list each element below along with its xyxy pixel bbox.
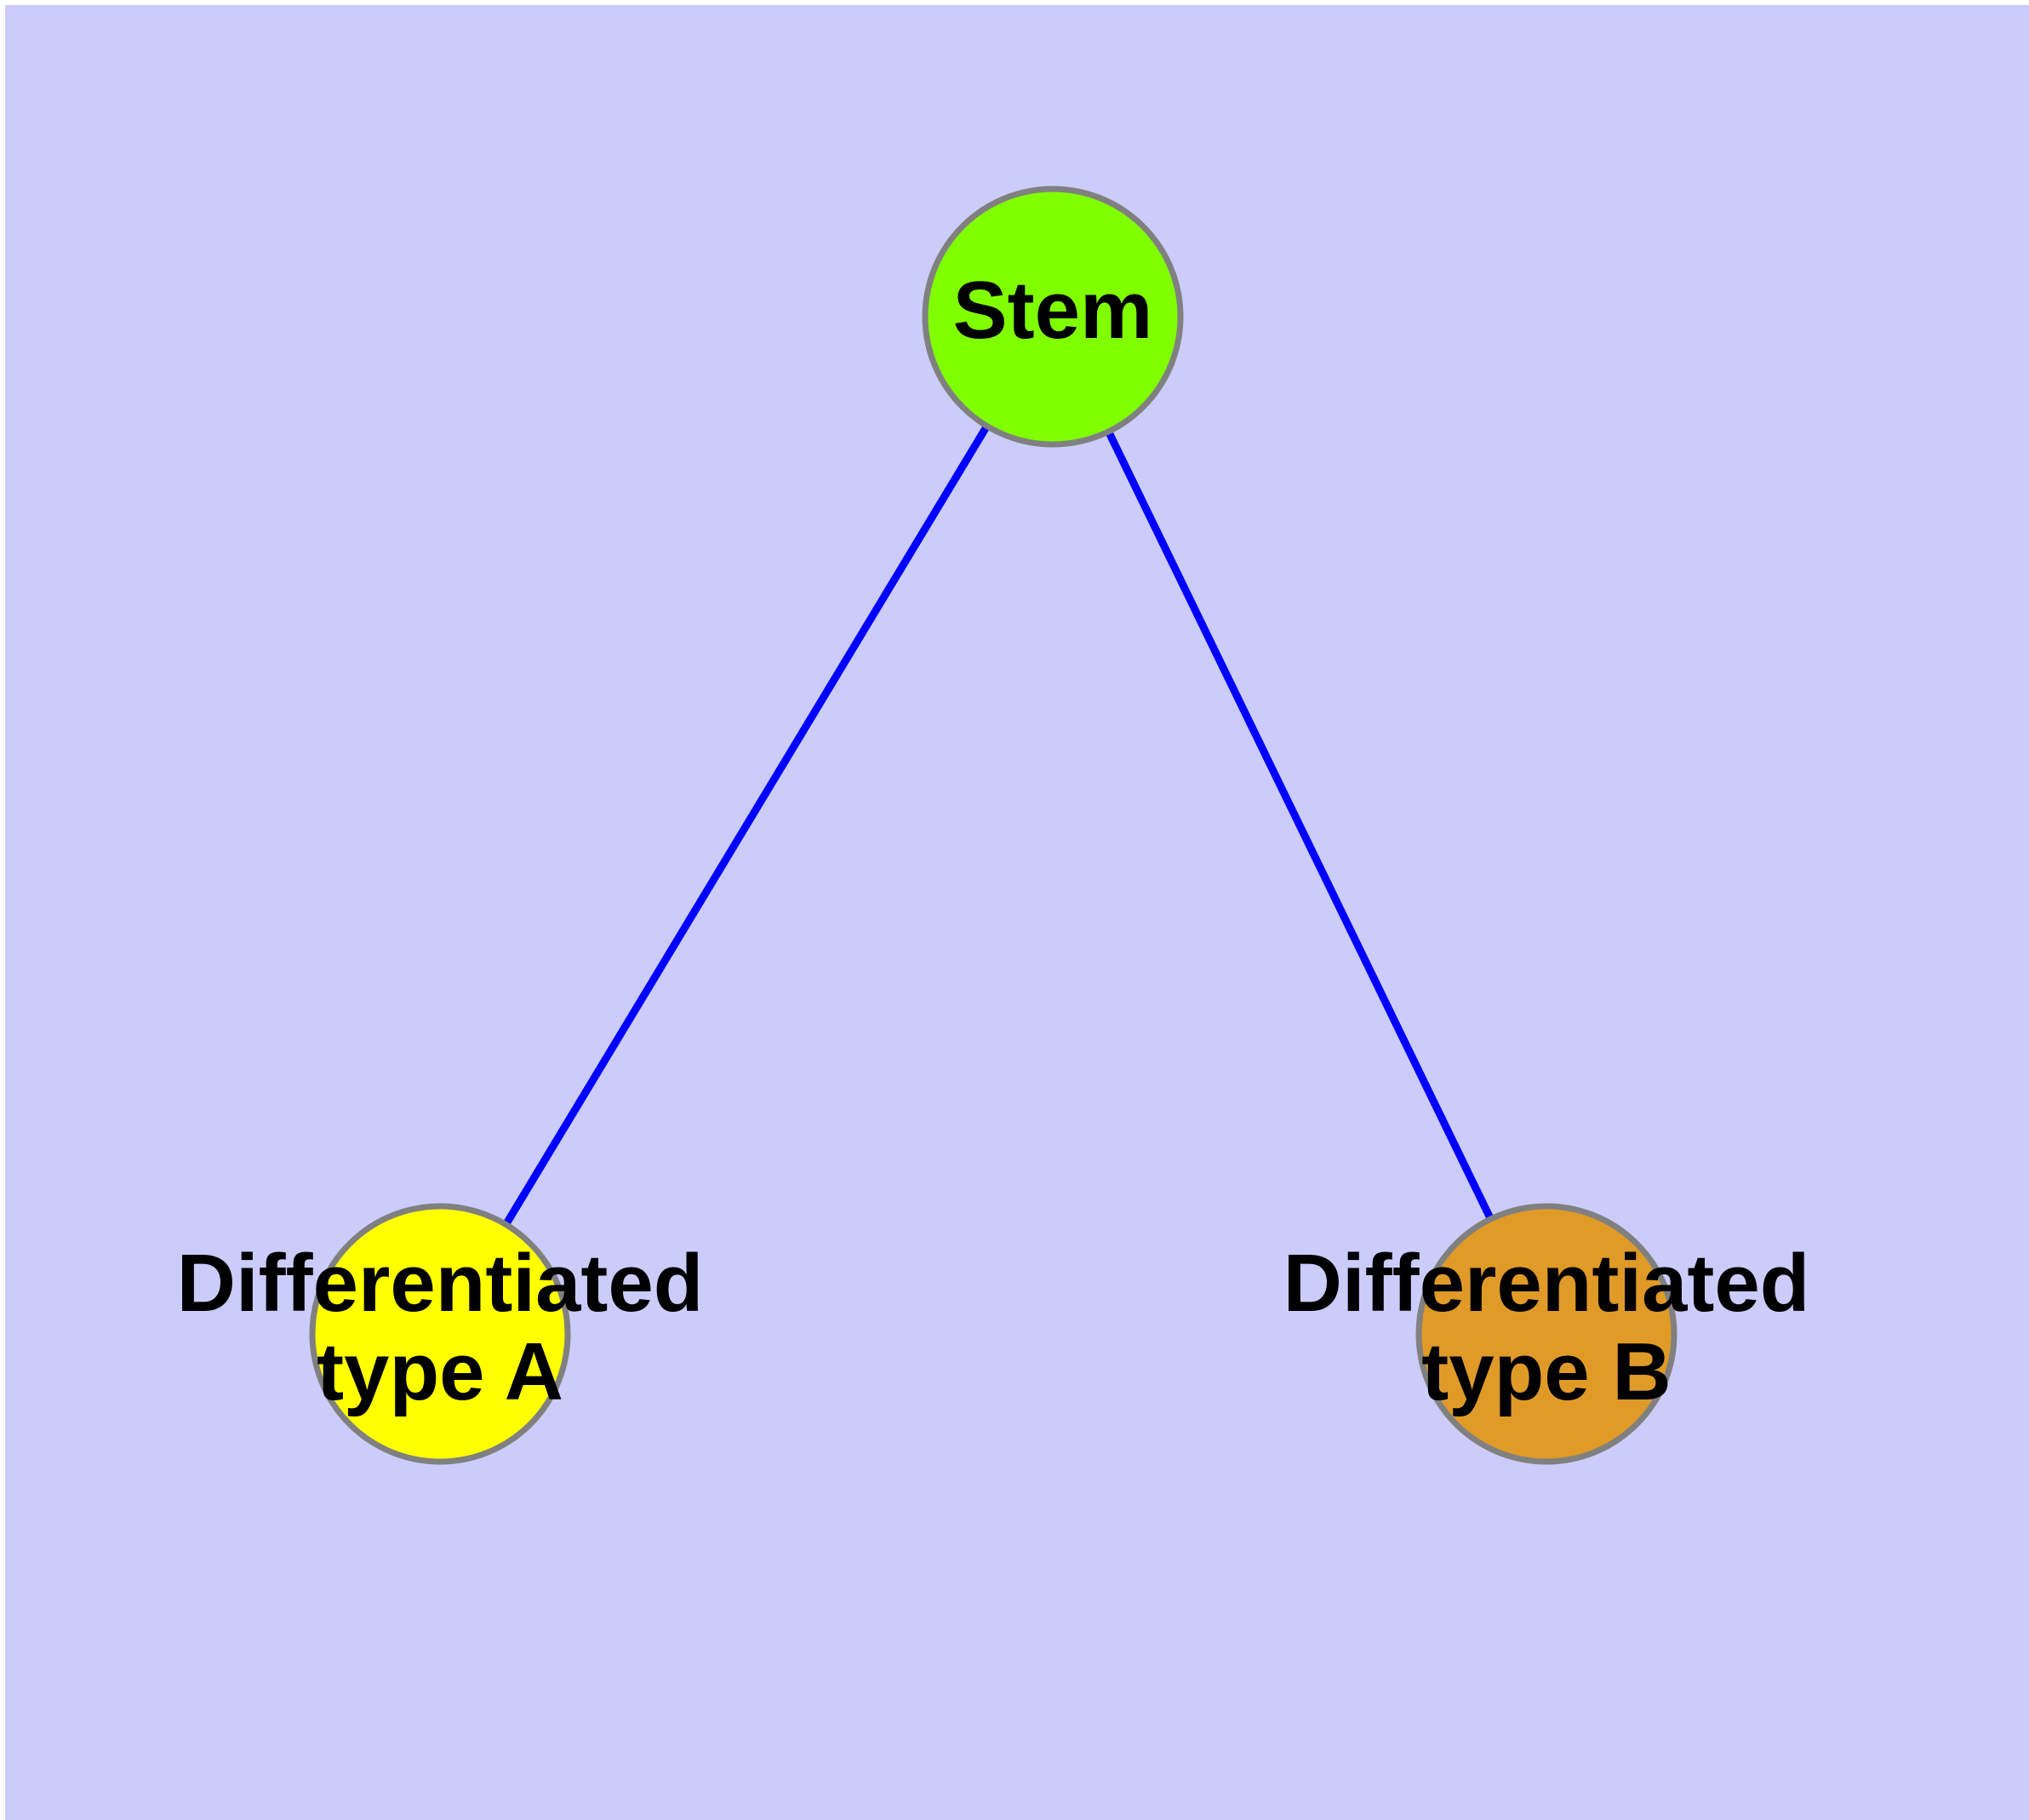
node-label-line: Stem: [953, 265, 1153, 356]
node-label-line: type A: [317, 1326, 563, 1417]
nodes-layer: [309, 186, 1677, 1465]
edges-layer: [437, 314, 1551, 1336]
node-label-line: type B: [1421, 1326, 1671, 1417]
edge-stem-diff-b: [1049, 315, 1551, 1336]
node-label-line: Differentiated: [1283, 1238, 1810, 1329]
node-label-line: Differentiated: [177, 1238, 704, 1329]
node-diff_a[interactable]: [309, 1203, 571, 1465]
edge-stem-diff-a: [437, 314, 1056, 1336]
node-label-stem: Stem: [953, 265, 1153, 356]
node-stem[interactable]: [922, 186, 1184, 448]
node-diff_b[interactable]: [1415, 1203, 1677, 1465]
